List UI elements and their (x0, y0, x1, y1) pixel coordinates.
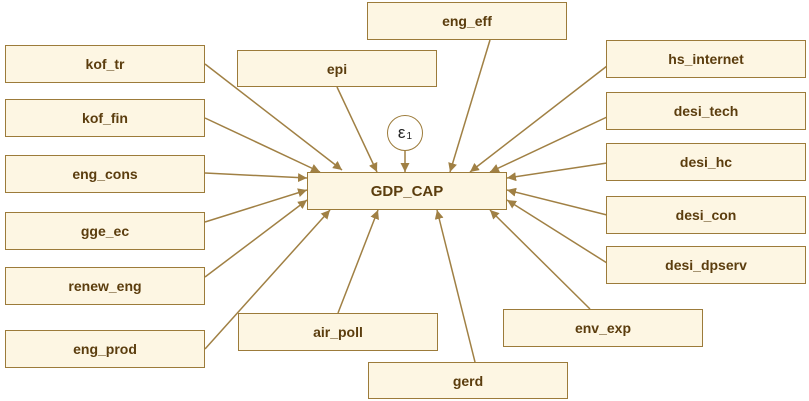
node-hs-internet: hs_internet (606, 40, 806, 78)
arrow-renew-eng (204, 199, 308, 278)
arrow-epi (336, 86, 378, 173)
arrow-kof-fin (204, 117, 321, 173)
arrow-hs-internet (469, 65, 608, 173)
node-gerd: gerd (368, 362, 568, 399)
arrow-kof-tr (204, 63, 343, 171)
node-label: eng_eff (442, 13, 492, 29)
node-desi-hc: desi_hc (606, 143, 806, 181)
node-air-poll: air_poll (238, 313, 438, 351)
outcome-node-gdp-cap: GDP_CAP (307, 172, 507, 210)
arrow-desi-tech (489, 116, 608, 173)
node-desi-tech: desi_tech (606, 92, 806, 130)
node-epi: epi (237, 50, 437, 87)
arrow-eng-cons (204, 172, 308, 183)
error-symbol: ε (397, 123, 406, 142)
node-label: desi_dpserv (665, 257, 747, 273)
node-label: desi_tech (673, 103, 739, 119)
arrow-air-poll (337, 209, 379, 314)
node-label: kof_tr (85, 56, 125, 72)
arrow-env-exp (489, 209, 591, 310)
node-label: kof_fin (82, 110, 128, 126)
error-subscript: 1 (406, 130, 413, 142)
node-label: gerd (452, 372, 484, 389)
node-kof-fin: kof_fin (5, 99, 205, 137)
node-label: gge_ec (80, 223, 130, 239)
node-gge-ec: gge_ec (5, 212, 205, 250)
node-env-exp: env_exp (503, 309, 703, 347)
node-label: epi (326, 60, 348, 77)
arrow-gerd (434, 209, 476, 363)
node-renew-eng: renew_eng (5, 267, 205, 305)
arrow-desi-con (506, 187, 608, 216)
arrow-gge-ec (204, 188, 308, 223)
arrow-desi-dpserv (506, 199, 608, 264)
node-label: GDP_CAP (370, 182, 444, 200)
arrow-eng-prod (204, 209, 331, 350)
node-label: desi_con (675, 207, 737, 223)
node-label: renew_eng (68, 278, 142, 294)
arrow-eng-eff (448, 39, 491, 173)
node-label: air_poll (313, 324, 363, 340)
node-label: eng_prod (73, 341, 137, 357)
node-label: desi_hc (679, 154, 733, 170)
node-label: hs_internet (668, 51, 744, 67)
node-label: env_exp (574, 320, 632, 336)
node-eng-cons: eng_cons (5, 155, 205, 193)
node-eng-eff: eng_eff (367, 2, 567, 40)
node-eng-prod: eng_prod (5, 330, 205, 368)
node-desi-con: desi_con (606, 196, 806, 234)
node-desi-dpserv: desi_dpserv (606, 246, 806, 284)
arrow-desi-hc (506, 162, 608, 182)
node-kof-tr: kof_tr (5, 45, 205, 83)
node-label: eng_cons (72, 166, 138, 182)
